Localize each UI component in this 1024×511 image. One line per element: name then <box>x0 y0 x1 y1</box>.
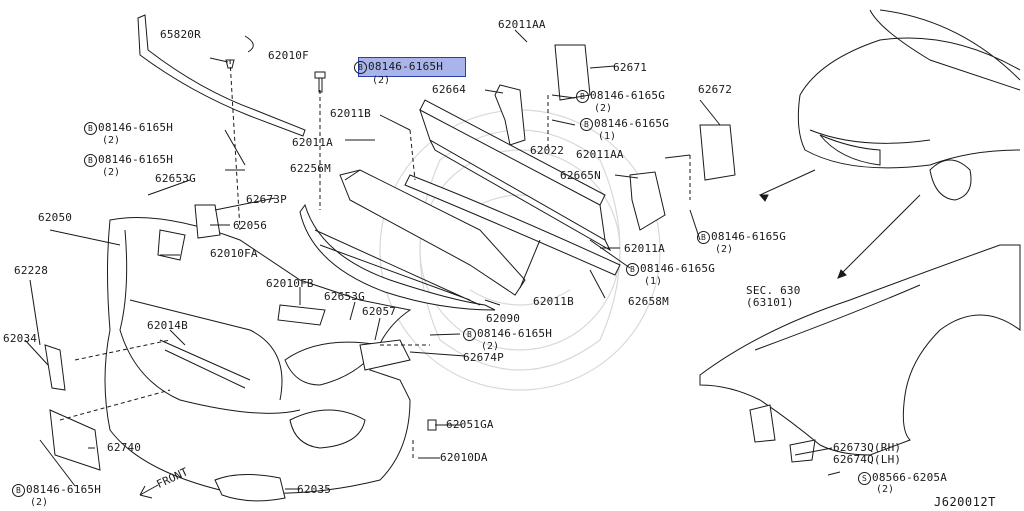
label-62672[interactable]: 62672 <box>698 83 733 96</box>
label-62051GA[interactable]: 62051GA <box>446 418 494 431</box>
bolt-symbol-icon: B <box>697 231 710 244</box>
bolt-symbol-icon: B <box>580 118 593 131</box>
bracket-62056 <box>194 204 221 239</box>
bracket-62665N <box>629 171 666 231</box>
label-62664[interactable]: 62664 <box>432 83 467 96</box>
clip-62010F <box>225 59 235 69</box>
label-62673Q[interactable]: 62673Q(RH) <box>833 441 902 454</box>
diagram-id: J620012T <box>934 495 996 509</box>
qty-08146-6165H-a: (2) <box>102 135 121 146</box>
qty-08146-6165G-b: (1) <box>598 131 617 142</box>
car-outline <box>797 9 1021 169</box>
label-62011B-mid[interactable]: 62011B <box>533 295 574 308</box>
bracket-62672 <box>699 124 736 181</box>
qty-08146-6165H-c: (2) <box>481 341 500 352</box>
grille-62256M <box>299 203 496 311</box>
qty-08146-6165G-a: (2) <box>594 103 613 114</box>
label-sec-63101[interactable]: (63101) <box>746 296 794 309</box>
label-sec-630[interactable]: SEC. 630 <box>746 284 801 297</box>
label-62034[interactable]: 62034 <box>3 332 38 345</box>
label-62011AA-top[interactable]: 62011AA <box>498 18 546 31</box>
label-62740[interactable]: 62740 <box>107 441 142 454</box>
clip-62051GA <box>427 419 437 431</box>
bracket-62664 <box>494 84 526 146</box>
bolt-symbol-icon: B <box>463 328 476 341</box>
bolt-symbol-icon: B <box>12 484 25 497</box>
label-62011A-top[interactable]: 62011A <box>292 136 333 149</box>
label-62035[interactable]: 62035 <box>297 483 332 496</box>
label-62256M[interactable]: 62256M <box>290 162 331 175</box>
bolt-symbol-icon: B <box>576 90 589 103</box>
label-62010DA[interactable]: 62010DA <box>440 451 488 464</box>
qty-08146-6165G-d: (1) <box>644 276 663 287</box>
bracket-62671 <box>554 44 591 101</box>
bolt-symbol-icon: B <box>84 154 97 167</box>
bolt-08146-6165H-top <box>314 71 326 93</box>
label-62673P[interactable]: 62673P <box>246 193 287 206</box>
bracket-62673Q <box>749 404 776 443</box>
bolt-symbol-icon: B <box>626 263 639 276</box>
part-65820R-strip <box>137 14 306 137</box>
label-62011A-mid[interactable]: 62011A <box>624 242 665 255</box>
bolt-symbol-icon: B <box>84 122 97 135</box>
label-62010FB[interactable]: 62010FB <box>266 277 314 290</box>
label-62674P[interactable]: 62674P <box>463 351 504 364</box>
label-62022[interactable]: 62022 <box>530 144 565 157</box>
fender-63101 <box>699 244 1021 456</box>
label-62057[interactable]: 62057 <box>362 305 397 318</box>
label-62011AA-mid[interactable]: 62011AA <box>576 148 624 161</box>
label-62674Q[interactable]: 62674Q(LH) <box>833 453 902 466</box>
bracket-62010FA <box>157 229 186 261</box>
label-62090[interactable]: 62090 <box>486 312 521 325</box>
label-62228[interactable]: 62228 <box>14 264 49 277</box>
label-62671[interactable]: 62671 <box>613 61 648 74</box>
bracket-62674P <box>359 339 411 371</box>
bracket-62010FB <box>277 304 326 326</box>
label-65820R[interactable]: 65820R <box>160 28 201 41</box>
label-62014B[interactable]: 62014B <box>147 319 188 332</box>
bolt-symbol-icon: B <box>354 61 367 74</box>
label-62653G-mid[interactable]: 62653G <box>324 290 365 303</box>
qty-08146-6165H-d: (2) <box>30 497 49 508</box>
label-62010F[interactable]: 62010F <box>268 49 309 62</box>
bracket-62740 <box>49 409 101 471</box>
label-62658M[interactable]: 62658M <box>628 295 669 308</box>
side-62034 <box>44 344 66 391</box>
absorber-62022 <box>404 174 621 276</box>
finisher-62035 <box>214 473 286 502</box>
label-62050[interactable]: 62050 <box>38 211 73 224</box>
label-62665N[interactable]: 62665N <box>560 169 601 182</box>
label-62653G-top[interactable]: 62653G <box>155 172 196 185</box>
qty-08566-6205A: (2) <box>876 484 895 495</box>
label-62010FA[interactable]: 62010FA <box>210 247 258 260</box>
qty-08146-6165G-c: (2) <box>715 244 734 255</box>
label-62011B-top[interactable]: 62011B <box>330 107 371 120</box>
qty-08146-6165H-b: (2) <box>102 167 121 178</box>
label-62056[interactable]: 62056 <box>233 219 268 232</box>
qty-highlight: (2) <box>372 75 391 86</box>
screw-symbol-icon: S <box>858 472 871 485</box>
